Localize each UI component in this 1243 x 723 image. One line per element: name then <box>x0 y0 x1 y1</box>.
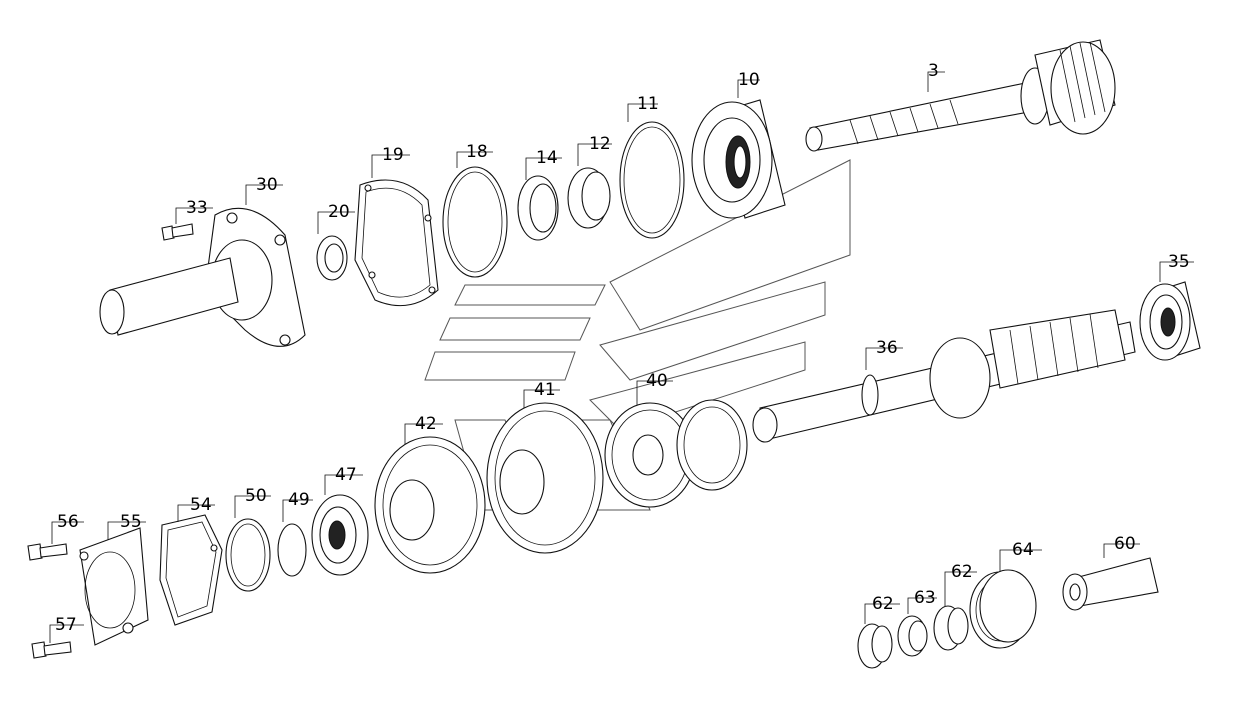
part-label-54: 54 <box>190 495 212 515</box>
part-label-10: 10 <box>738 70 760 90</box>
idler-shaft-60 <box>1062 557 1159 611</box>
spacer-12 <box>567 167 611 229</box>
idler-gear-64 <box>969 569 1037 649</box>
needle-bearing-62b <box>933 605 969 651</box>
part-label-40: 40 <box>646 371 668 391</box>
bolt-57 <box>31 641 72 659</box>
part-label-36: 36 <box>876 338 898 358</box>
needle-bearing-62a <box>857 623 893 669</box>
o-ring-18 <box>442 166 508 278</box>
part-label-62b: 62 <box>951 562 973 582</box>
part-label-3: 3 <box>928 61 939 81</box>
gasket-19 <box>354 179 439 307</box>
ring-50 <box>225 518 271 592</box>
part-label-12: 12 <box>589 134 611 154</box>
part-label-55: 55 <box>120 512 142 532</box>
part-label-60: 60 <box>1114 534 1136 554</box>
part-label-20: 20 <box>328 202 350 222</box>
bolt-33 <box>161 223 194 241</box>
part-label-64: 64 <box>1012 540 1034 560</box>
part-label-62a: 62 <box>872 594 894 614</box>
part-label-56: 56 <box>57 512 79 532</box>
bearing-47 <box>311 494 369 576</box>
part-label-49: 49 <box>288 490 310 510</box>
countershaft <box>752 309 1136 443</box>
bearing-35 <box>1139 281 1201 361</box>
gear-41 <box>486 402 604 554</box>
bearing-10 <box>691 99 786 219</box>
end-cover-55 <box>79 527 149 646</box>
part-label-30: 30 <box>256 175 278 195</box>
input-shaft <box>805 39 1116 152</box>
part-label-18: 18 <box>466 142 488 162</box>
bearing-cover-30 <box>99 207 306 347</box>
part-label-42: 42 <box>415 414 437 434</box>
bolt-56 <box>27 543 68 561</box>
part-label-11: 11 <box>637 94 659 114</box>
part-label-50: 50 <box>245 486 267 506</box>
part-label-63: 63 <box>914 588 936 608</box>
seal-20 <box>316 235 348 281</box>
snap-ring-11 <box>619 121 685 239</box>
part-label-19: 19 <box>382 145 404 165</box>
circlip-49 <box>277 523 307 577</box>
part-label-14: 14 <box>536 148 558 168</box>
part-label-57: 57 <box>55 615 77 635</box>
seal-14 <box>517 175 559 241</box>
gasket-54 <box>159 514 223 626</box>
leader-lines <box>49 71 1194 643</box>
gear-42 <box>374 436 486 574</box>
gear-40 <box>604 399 748 508</box>
part-label-35: 35 <box>1168 252 1190 272</box>
part-label-47: 47 <box>335 465 357 485</box>
part-label-41: 41 <box>534 380 556 400</box>
spacer-63 <box>897 615 928 657</box>
part-label-33: 33 <box>186 198 208 218</box>
